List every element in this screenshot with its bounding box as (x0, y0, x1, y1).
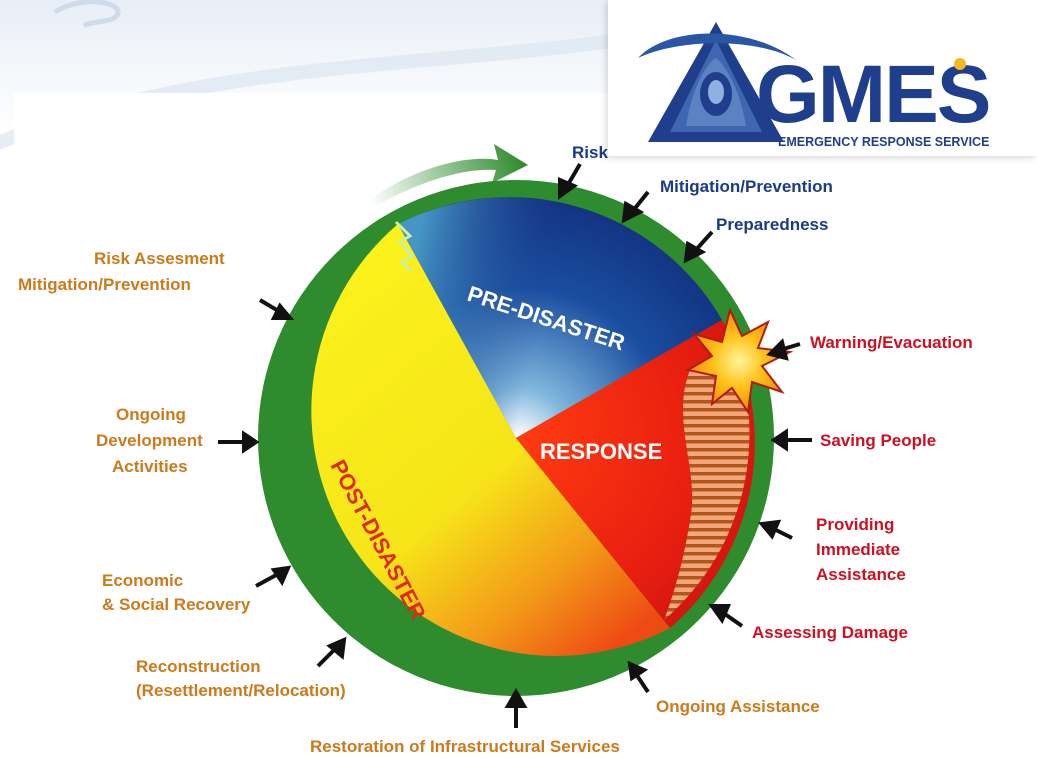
gmes-logo-box: GMES EMERGENCY RESPONSE SERVICE (608, 0, 1037, 156)
label-providing-1: Providing (816, 515, 894, 534)
label-economic-1: Economic (102, 571, 183, 590)
label-providing-3: Assistance (816, 565, 906, 584)
label-mitigation-top: Mitigation/Prevention (660, 177, 833, 196)
response-hatch (664, 360, 750, 620)
label-providing-2: Immediate (816, 540, 900, 559)
pointer-arrows (218, 162, 812, 728)
gmes-wordmark: GMES (756, 49, 989, 140)
pre-disaster-sweep (398, 197, 720, 438)
label-ongoing-assistance: Ongoing Assistance (656, 697, 820, 716)
gmes-accent-dot (954, 58, 966, 70)
label-ongoing-dev-3: Activities (112, 457, 188, 476)
cycle-direction-arrow (372, 144, 528, 208)
label-economic-2: & Social Recovery (102, 595, 251, 614)
triangle-emblem-icon (638, 22, 796, 142)
explosion-icon (685, 307, 794, 415)
label-reconstruction-1: Reconstruction (136, 657, 261, 676)
label-reconstruction-2: (Resettlement/Relocation) (136, 681, 346, 700)
label-risk-top: Risk (572, 143, 608, 162)
gmes-logo: GMES EMERGENCY RESPONSE SERVICE (638, 22, 991, 149)
ring-crack (394, 220, 415, 274)
label-ongoing-dev-1: Ongoing (116, 405, 186, 424)
label-saving: Saving People (820, 431, 936, 450)
response-label: RESPONSE (540, 439, 662, 464)
gmes-tagline: EMERGENCY RESPONSE SERVICE (778, 135, 989, 149)
post-disaster-wedge (311, 224, 670, 656)
label-warning: Warning/Evacuation (810, 333, 973, 352)
label-preparedness: Preparedness (716, 215, 828, 234)
label-ongoing-dev-2: Development (96, 431, 203, 450)
label-risk-left-2: Mitigation/Prevention (18, 275, 191, 294)
label-risk-left-1: Risk Assesment (94, 249, 225, 268)
label-assessing: Assessing Damage (752, 623, 908, 642)
label-restoration: Restoration of Infrastructural Services (310, 737, 620, 756)
